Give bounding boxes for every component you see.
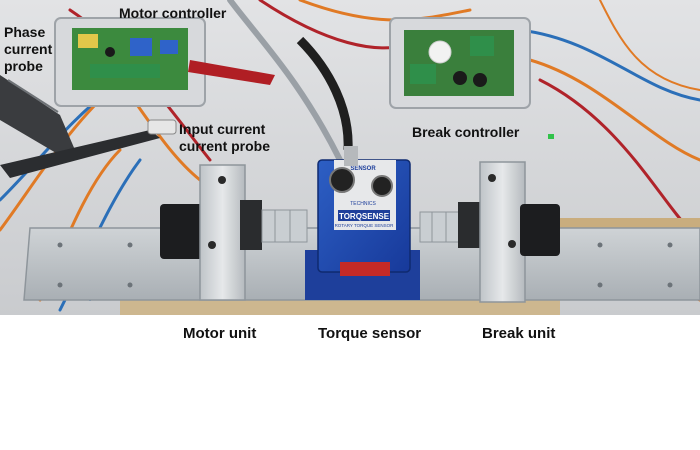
motor-unit: [160, 164, 308, 301]
label-input-current-probe: Input current current probe: [179, 121, 270, 155]
sensor-face-text-top: SENSOR: [350, 166, 376, 172]
label-line: Phase: [4, 24, 46, 40]
label-line: Input current: [179, 121, 266, 137]
wooden-base: [120, 300, 560, 315]
test-rig-photo: SENSOR TECHNICS TORQSENSE ROTARY TORQUE …: [0, 0, 700, 315]
label-line: current: [4, 41, 53, 57]
break-controller-box: [389, 17, 531, 109]
probe-leads: [0, 60, 275, 178]
status-led: [548, 134, 554, 139]
label-break-controller: Break controller: [412, 124, 520, 140]
label-line: current probe: [179, 138, 271, 154]
break-unit: [419, 161, 560, 303]
motor-controller-box: [54, 17, 206, 107]
label-break-unit: Break unit: [482, 325, 556, 342]
torque-sensor: SENSOR TECHNICS TORQSENSE ROTARY TORQUE …: [296, 36, 420, 300]
sensor-face-text-technics: TECHNICS: [350, 201, 376, 207]
label-motor-unit: Motor unit: [183, 325, 257, 342]
label-line: probe: [4, 58, 43, 74]
sensor-brand-text: TORQSENSE: [339, 212, 390, 221]
phase-current-probe: [0, 75, 75, 160]
sensor-subtitle-text: ROTARY TORQUE SENSOR: [335, 223, 395, 228]
label-torque-sensor: Torque sensor: [318, 325, 422, 342]
label-motor-controller: Motor controller: [119, 5, 227, 21]
label-phase-current-probe: Phase current probe: [4, 24, 52, 75]
